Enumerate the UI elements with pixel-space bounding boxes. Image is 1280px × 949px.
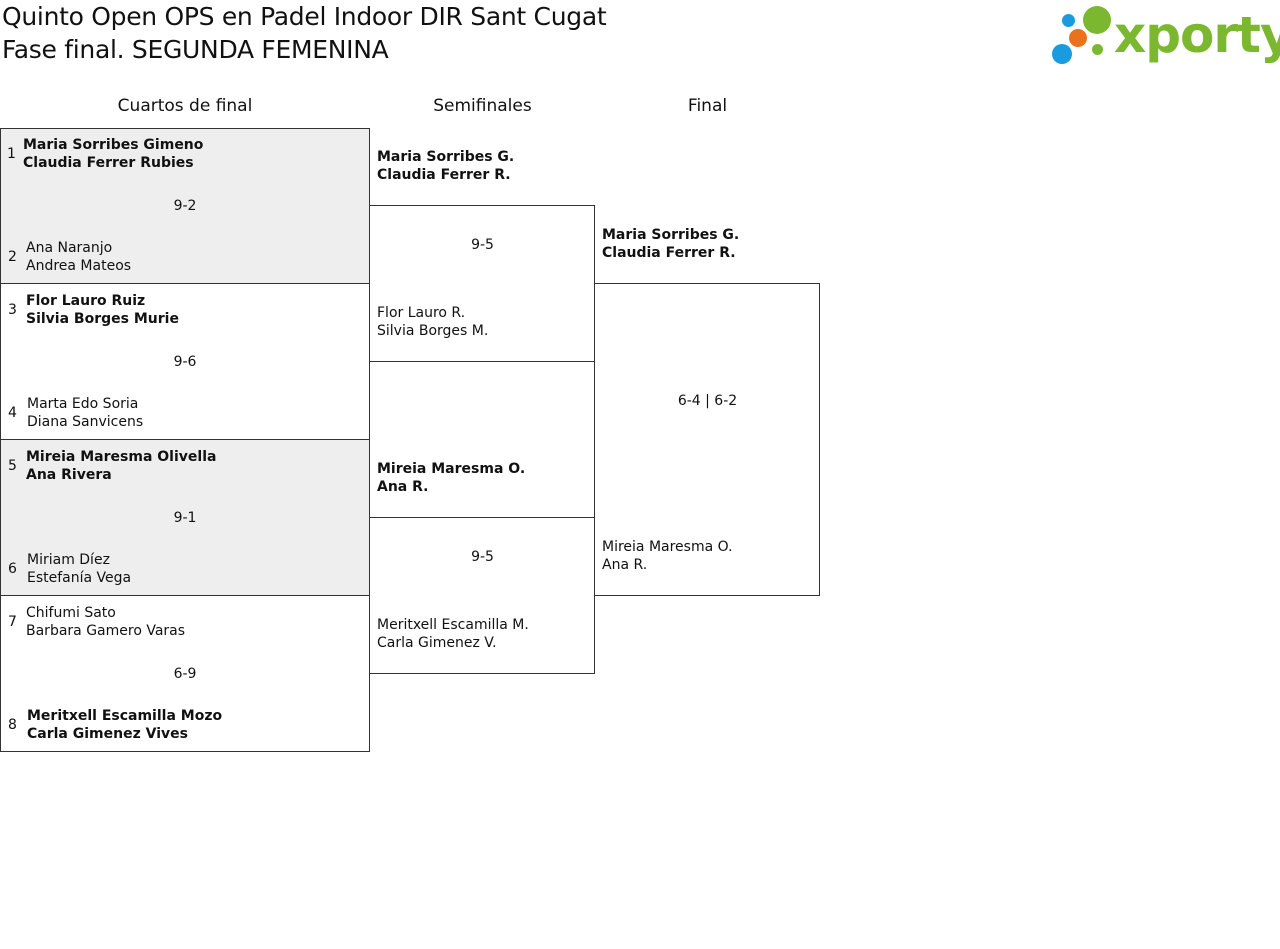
player-name: Chifumi Sato (26, 605, 116, 621)
seed-number: 4 (8, 405, 17, 421)
team-loser[interactable]: Meritxell Escamilla M. Carla Gimenez V. (377, 616, 529, 652)
player-name: Miriam Díez (27, 552, 110, 568)
player-name: Ana R. (602, 557, 648, 573)
player-name: Ana Naranjo (26, 240, 113, 256)
team-loser[interactable]: Marta Edo Soria Diana Sanvicens (27, 395, 143, 431)
match-score: 9-5 (471, 237, 494, 253)
team-winner[interactable]: Flor Lauro Ruiz Silvia Borges Murie (26, 292, 179, 328)
tournament-title: Quinto Open OPS en Padel Indoor DIR Sant… (2, 2, 607, 31)
team-winner[interactable]: Mireia Maresma Olivella Ana Rivera (26, 448, 216, 484)
match-score: 6-9 (173, 666, 197, 682)
logo-blue-dot-icon (1062, 14, 1075, 27)
team-winner[interactable]: Mireia Maresma O. Ana R. (377, 460, 525, 496)
player-name: Silvia Borges Murie (26, 311, 179, 327)
logo-orange-dot-icon (1069, 29, 1087, 47)
quarterfinal-match-3[interactable] (0, 439, 370, 596)
player-name: Ana Rivera (26, 467, 112, 483)
player-name: Diana Sanvicens (27, 414, 144, 430)
team-winner[interactable]: Maria Sorribes Gimeno Claudia Ferrer Rub… (23, 136, 203, 172)
team-loser[interactable]: Mireia Maresma O. Ana R. (602, 538, 733, 574)
player-name: Barbara Gamero Varas (26, 623, 186, 639)
player-name: Silvia Borges M. (377, 323, 489, 339)
team-winner[interactable]: Meritxell Escamilla Mozo Carla Gimenez V… (27, 707, 222, 743)
team-winner[interactable]: Maria Sorribes G. Claudia Ferrer R. (602, 226, 739, 262)
match-score: 6-4 | 6-2 (677, 393, 738, 409)
player-name: Claudia Ferrer R. (377, 167, 511, 183)
logo-blue-dot-2-icon (1052, 44, 1072, 64)
seed-number: 6 (8, 561, 17, 577)
final-match[interactable] (594, 283, 820, 596)
seed-number: 5 (8, 458, 17, 474)
player-name: Claudia Ferrer R. (602, 245, 736, 261)
quarterfinal-match-1[interactable] (0, 128, 370, 284)
player-name: Ana R. (377, 479, 429, 495)
player-name: Estefanía Vega (27, 570, 132, 586)
player-name: Meritxell Escamilla M. (377, 617, 529, 633)
round-header-final: Final (687, 96, 728, 116)
player-name: Mireia Maresma O. (602, 539, 733, 555)
match-score: 9-2 (173, 198, 197, 214)
player-name: Andrea Mateos (26, 258, 132, 274)
player-name: Flor Lauro R. (377, 305, 466, 321)
player-name: Mireia Maresma O. (377, 461, 526, 477)
team-loser[interactable]: Miriam Díez Estefanía Vega (27, 551, 131, 587)
match-score: 9-5 (471, 549, 494, 565)
round-header-semifinals: Semifinales (433, 96, 532, 116)
player-name: Mireia Maresma Olivella (26, 449, 217, 465)
team-loser[interactable]: Flor Lauro R. Silvia Borges M. (377, 304, 488, 340)
round-header-quarterfinals: Cuartos de final (117, 96, 253, 116)
team-loser[interactable]: Chifumi Sato Barbara Gamero Varas (26, 604, 185, 640)
player-name: Meritxell Escamilla Mozo (27, 708, 223, 724)
player-name: Maria Sorribes G. (377, 149, 515, 165)
player-name: Marta Edo Soria (27, 396, 139, 412)
seed-number: 7 (8, 614, 17, 630)
logo-green-dot-2-icon (1092, 44, 1103, 55)
seed-number: 2 (8, 249, 17, 265)
match-score: 9-6 (173, 354, 197, 370)
player-name: Claudia Ferrer Rubies (23, 155, 194, 171)
player-name: Maria Sorribes G. (602, 227, 740, 243)
match-score: 9-1 (173, 510, 197, 526)
logo-green-dot-icon (1083, 6, 1111, 34)
seed-number: 8 (8, 717, 17, 733)
seed-number: 3 (8, 302, 17, 318)
player-name: Carla Gimenez V. (377, 635, 497, 651)
player-name: Flor Lauro Ruiz (26, 293, 146, 309)
team-loser[interactable]: Ana Naranjo Andrea Mateos (26, 239, 131, 275)
logo-text: xporty (1114, 6, 1280, 64)
xporty-logo[interactable]: xporty (1052, 4, 1280, 68)
seed-number: 1 (7, 146, 16, 162)
player-name: Carla Gimenez Vives (27, 726, 188, 742)
phase-subtitle: Fase final. SEGUNDA FEMENINA (2, 35, 389, 64)
team-winner[interactable]: Maria Sorribes G. Claudia Ferrer R. (377, 148, 514, 184)
player-name: Maria Sorribes Gimeno (23, 137, 204, 153)
